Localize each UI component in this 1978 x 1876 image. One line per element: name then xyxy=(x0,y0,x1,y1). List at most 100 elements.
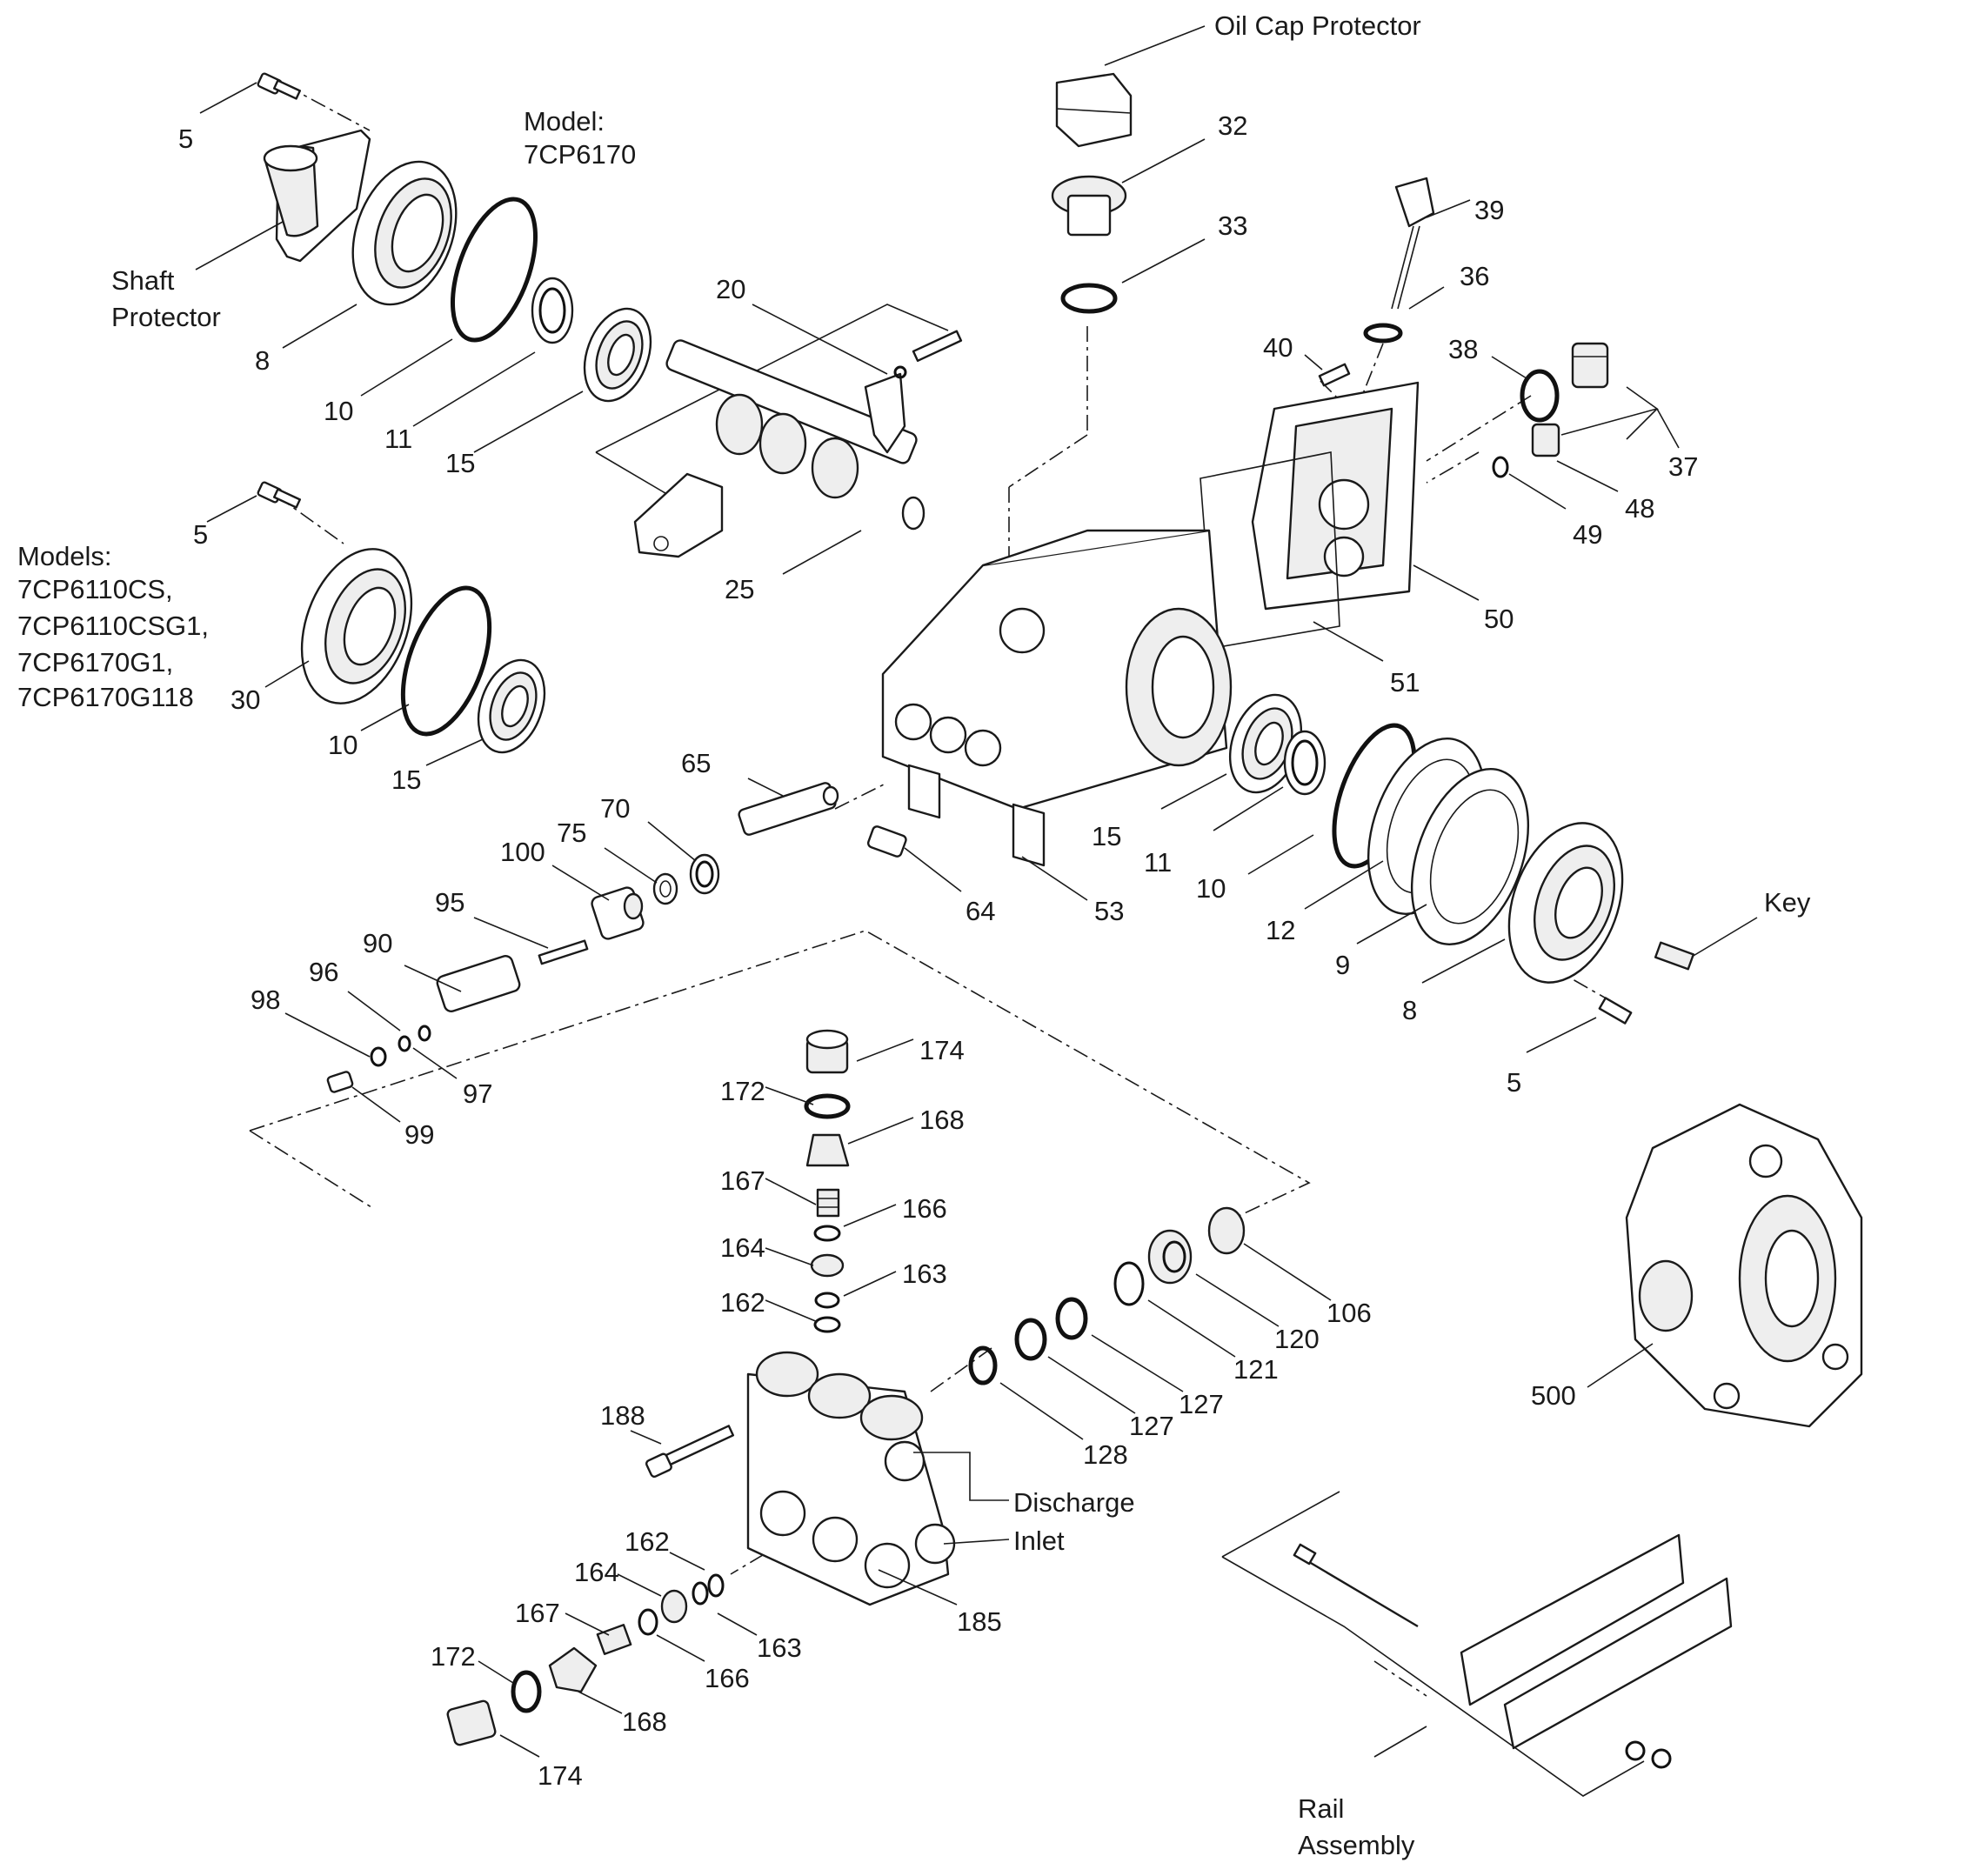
part-number: 50 xyxy=(1484,604,1514,634)
valve-166-top xyxy=(813,1225,841,1242)
bearing-adapter-8-right xyxy=(1507,822,1624,984)
seal-11-right xyxy=(1283,730,1326,796)
o-ring-10-left xyxy=(400,585,492,737)
o-ring-121 xyxy=(1113,1261,1145,1306)
o-ring-172-bottom xyxy=(511,1670,542,1713)
plunger-rod-65 xyxy=(738,782,839,836)
spring-167-bottom xyxy=(596,1624,632,1655)
bolt-5-top xyxy=(257,72,302,100)
bearing-15-right xyxy=(1228,693,1303,794)
part-number: 15 xyxy=(391,764,421,795)
oil-cap-32 xyxy=(1051,175,1127,237)
bracket-lines xyxy=(595,304,1659,1797)
part-number: 166 xyxy=(705,1663,750,1693)
label-key: Key xyxy=(1764,887,1811,918)
bolt-99 xyxy=(326,1071,354,1093)
part-number: 106 xyxy=(1326,1298,1372,1328)
o-ring-49 xyxy=(1492,456,1509,478)
label-shaft-protector-line2: Protector xyxy=(111,302,221,332)
valve-plug-174-top xyxy=(805,1029,849,1074)
crankshaft-25 xyxy=(665,339,926,531)
plug-37 xyxy=(1571,342,1609,389)
manifold-185 xyxy=(746,1351,956,1606)
label-models-line3: 7CP6110CSG1, xyxy=(17,611,209,641)
pin-64 xyxy=(866,825,907,858)
label-model-line2: 7CP6170 xyxy=(524,139,636,170)
bolt-5-right xyxy=(1598,997,1633,1025)
sleeve-100 xyxy=(591,886,645,940)
part-number: 10 xyxy=(324,396,353,426)
part-number: 36 xyxy=(1460,261,1489,291)
o-ring-38 xyxy=(1520,369,1560,423)
part-number: 100 xyxy=(500,837,545,867)
bearing-15-left xyxy=(477,658,546,754)
shaft-protector xyxy=(263,129,371,263)
part-number: 168 xyxy=(919,1105,965,1135)
part-number: 33 xyxy=(1218,210,1247,241)
label-models-line2: 7CP6110CS, xyxy=(17,574,173,604)
o-ring-10-top xyxy=(450,197,538,343)
label-model-line1: Model: xyxy=(524,106,605,137)
bolt-5-left xyxy=(257,481,302,509)
part-number: 40 xyxy=(1263,332,1293,363)
part-number: 20 xyxy=(716,274,745,304)
part-number: 8 xyxy=(1402,995,1417,1025)
part-number: 162 xyxy=(625,1526,670,1557)
part-number: 9 xyxy=(1335,950,1350,980)
washer-75 xyxy=(652,872,678,905)
bolt-20 xyxy=(893,330,963,379)
part-number: 38 xyxy=(1448,334,1478,364)
label-oil-cap-protector: Oil Cap Protector xyxy=(1214,10,1421,41)
label-discharge: Discharge xyxy=(1013,1487,1135,1518)
seal-127a xyxy=(1055,1297,1088,1340)
ring-96b xyxy=(398,1035,411,1052)
part-number: 49 xyxy=(1573,519,1602,550)
label-models-line1: Models: xyxy=(17,541,112,571)
bolt-188 xyxy=(645,1425,735,1479)
key xyxy=(1654,941,1695,971)
crankcase-53 xyxy=(881,529,1233,867)
part-number: 96 xyxy=(309,957,338,987)
part-number: 53 xyxy=(1094,896,1124,926)
valve-plug-174-bottom xyxy=(446,1699,497,1746)
part-number: 167 xyxy=(720,1165,765,1196)
bearing-15-top xyxy=(583,307,652,403)
part-number: 51 xyxy=(1390,667,1420,698)
leader-lines xyxy=(195,25,1758,1758)
seal-70 xyxy=(689,853,720,895)
bearing-adapter-30 xyxy=(300,548,413,704)
part-number: 30 xyxy=(231,684,260,715)
o-ring-36 xyxy=(1363,323,1403,344)
part-number: 37 xyxy=(1668,451,1698,482)
plug-48 xyxy=(1531,423,1560,457)
valve-166-bottom xyxy=(638,1608,658,1636)
part-number: 95 xyxy=(435,887,464,918)
label-inlet: Inlet xyxy=(1013,1526,1065,1556)
part-number: 127 xyxy=(1179,1389,1224,1419)
part-number: 127 xyxy=(1129,1411,1174,1441)
part-number: 167 xyxy=(515,1598,560,1628)
part-number: 10 xyxy=(1196,873,1226,904)
bolt-40 xyxy=(1318,363,1351,387)
part-number: 128 xyxy=(1083,1439,1128,1470)
part-number: 32 xyxy=(1218,110,1247,141)
part-number: 98 xyxy=(251,985,280,1015)
connecting-rod-20 xyxy=(633,372,906,558)
valve-seat-164-bottom xyxy=(660,1589,688,1624)
part-number: 25 xyxy=(725,574,754,604)
part-number: 164 xyxy=(574,1557,619,1587)
oil-cap-protector xyxy=(1055,72,1133,148)
part-number: 172 xyxy=(431,1641,476,1672)
part-number: 15 xyxy=(1092,821,1121,851)
spring-retainer-168-bottom xyxy=(548,1646,598,1693)
part-number: 5 xyxy=(1507,1067,1521,1098)
ring-96a xyxy=(418,1025,431,1042)
label-rail-line2: Assembly xyxy=(1298,1830,1415,1860)
part-number: 15 xyxy=(445,448,475,478)
part-number: 64 xyxy=(966,896,995,926)
part-number: 500 xyxy=(1531,1380,1576,1411)
plunger-90 xyxy=(436,955,521,1012)
part-number: 120 xyxy=(1274,1324,1320,1354)
part-number: 70 xyxy=(600,793,630,824)
label-models-line4: 7CP6170G1, xyxy=(17,647,173,678)
